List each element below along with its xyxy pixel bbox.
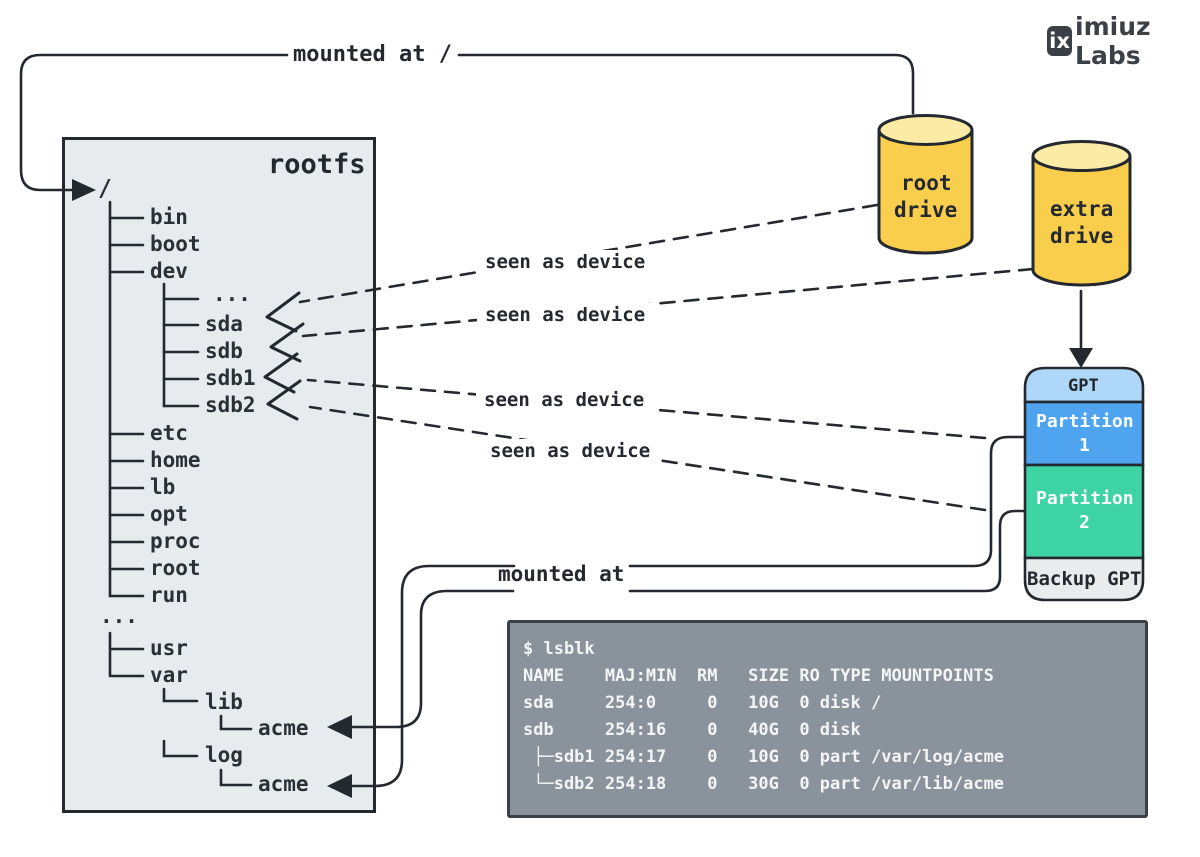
terminal-row-sdb2: └─sdb2 254:18 0 30G 0 part /var/lib/acme bbox=[523, 774, 1005, 794]
partition2-label-2: 2 bbox=[1079, 512, 1090, 533]
extra-drive-to-sdb-dashed bbox=[301, 267, 1035, 338]
tree-node-proc: proc bbox=[150, 529, 201, 553]
root-drive-label-2: drive bbox=[894, 198, 958, 222]
rootfs-title: rootfs bbox=[268, 149, 366, 180]
partition1-label-2: 1 bbox=[1079, 435, 1090, 456]
tree-node-var: var bbox=[150, 663, 188, 687]
gpt-arrowhead-icon bbox=[1069, 348, 1093, 368]
tree-node-etc: etc bbox=[150, 421, 188, 445]
tree-node-ellipsis-dev: ... bbox=[213, 282, 251, 306]
brand-logo: ix imiuz Labs bbox=[1047, 12, 1200, 70]
tree-node-run: run bbox=[150, 583, 188, 607]
brand-badge: ix bbox=[1047, 26, 1073, 56]
brand-name: imiuz Labs bbox=[1075, 12, 1151, 70]
tree-node-sdb1: sdb1 bbox=[205, 366, 256, 390]
gpt-label: GPT bbox=[1068, 376, 1099, 396]
tree-node-dev: dev bbox=[150, 259, 188, 283]
extra-drive-label-2: drive bbox=[1050, 224, 1114, 248]
backup-gpt-label: Backup GPT bbox=[1027, 568, 1142, 590]
tree-node-log-acme: acme bbox=[258, 772, 309, 796]
seen-as-device-label-4: seen as device bbox=[482, 439, 659, 464]
mounted-at-root-label: mounted at / bbox=[293, 42, 452, 67]
mounted-at-label: mounted at bbox=[498, 562, 625, 586]
root-drive-label-1: root bbox=[901, 171, 952, 195]
terminal-row-sdb1: ├─sdb1 254:17 0 10G 0 part /var/log/acme bbox=[523, 747, 1005, 767]
seen-as-device-label-2: seen as device bbox=[477, 303, 654, 328]
tree-node-lib: lib bbox=[205, 690, 243, 714]
tree-node-root-dir: root bbox=[150, 556, 201, 580]
extra-drive-top bbox=[1031, 140, 1132, 172]
terminal-row-sda: sda 254:0 0 10G 0 disk / bbox=[523, 693, 882, 713]
tree-node-usr: usr bbox=[150, 636, 188, 660]
tree-node-lb: lb bbox=[150, 475, 176, 499]
tree-node-sdb: sdb bbox=[205, 339, 243, 363]
tree-node-boot: boot bbox=[150, 232, 201, 256]
tree-node-home: home bbox=[150, 448, 201, 472]
tree-node-sda: sda bbox=[205, 312, 243, 336]
tree-node-root: / bbox=[98, 176, 112, 202]
root-drive-top bbox=[877, 114, 974, 146]
partition1-label-1: Partition bbox=[1036, 411, 1134, 432]
terminal-row-sdb: sdb 254:16 0 40G 0 disk bbox=[523, 720, 861, 740]
seen-as-device-label-3: seen as device bbox=[476, 388, 653, 413]
terminal-prompt-line: $ lsblk bbox=[523, 639, 595, 659]
extra-drive-label-1: extra bbox=[1050, 197, 1114, 221]
tree-node-ellipsis: ... bbox=[100, 604, 138, 628]
tree-node-lib-acme: acme bbox=[258, 716, 309, 740]
tree-node-bin: bin bbox=[150, 205, 188, 229]
seen-as-device-label-1: seen as device bbox=[477, 250, 654, 275]
tree-node-opt: opt bbox=[150, 502, 188, 526]
tree-node-sdb2: sdb2 bbox=[205, 393, 256, 417]
mounted-at-root-line-right bbox=[457, 53, 915, 115]
tree-node-log: log bbox=[205, 743, 243, 767]
terminal-header-line: NAME MAJ:MIN RM SIZE RO TYPE MOUNTPOINTS bbox=[523, 666, 994, 686]
partition2-label-1: Partition bbox=[1036, 488, 1134, 509]
